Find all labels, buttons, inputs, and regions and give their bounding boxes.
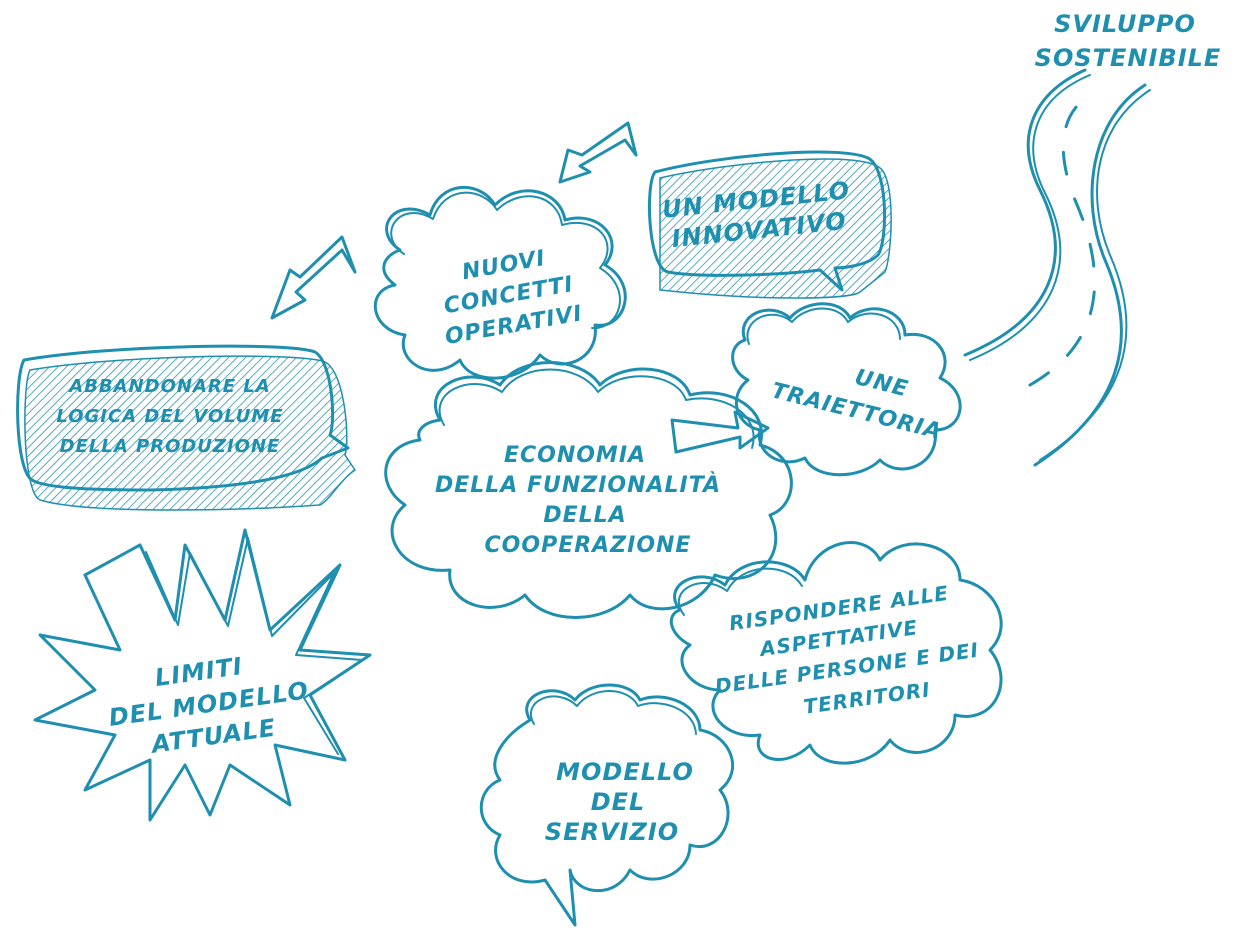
road-icon — [963, 68, 1151, 467]
economia-label-line2: DELLA FUNZIONALITÀ — [435, 472, 721, 498]
economia-label-line1: ECONOMIA — [504, 443, 646, 468]
cloud-icon — [731, 302, 962, 477]
arrow-icon — [270, 121, 638, 320]
servizio-label-line3: SERVIZIO — [545, 818, 679, 846]
servizio-label-line2: DEL — [591, 788, 646, 816]
abbandonare-label-line1: ABBANDONARE LA — [67, 376, 270, 397]
speech-bubble-icon — [16, 344, 357, 511]
economia-label-line4: COOPERAZIONE — [485, 533, 692, 558]
speech-bubble-icon — [647, 150, 892, 299]
une-label-line1: UNE — [852, 365, 911, 402]
arrow-icon — [670, 410, 770, 454]
economia-label-line3: DELLA — [543, 503, 626, 528]
sviluppo-title-line1: SVILUPPO — [1054, 10, 1196, 38]
servizio-label-line1: MODELLO — [556, 758, 694, 786]
abbandonare-label-line2: LOGICA DEL VOLUME — [56, 406, 283, 427]
cloud-icon — [373, 185, 627, 380]
abbandonare-label-line3: DELLA PRODUZIONE — [60, 436, 281, 457]
cloud-icon — [669, 541, 1003, 765]
cloud-icon — [479, 683, 735, 927]
burst-icon — [33, 528, 372, 822]
sviluppo-title-line2: SOSTENIBILE — [1035, 44, 1222, 72]
